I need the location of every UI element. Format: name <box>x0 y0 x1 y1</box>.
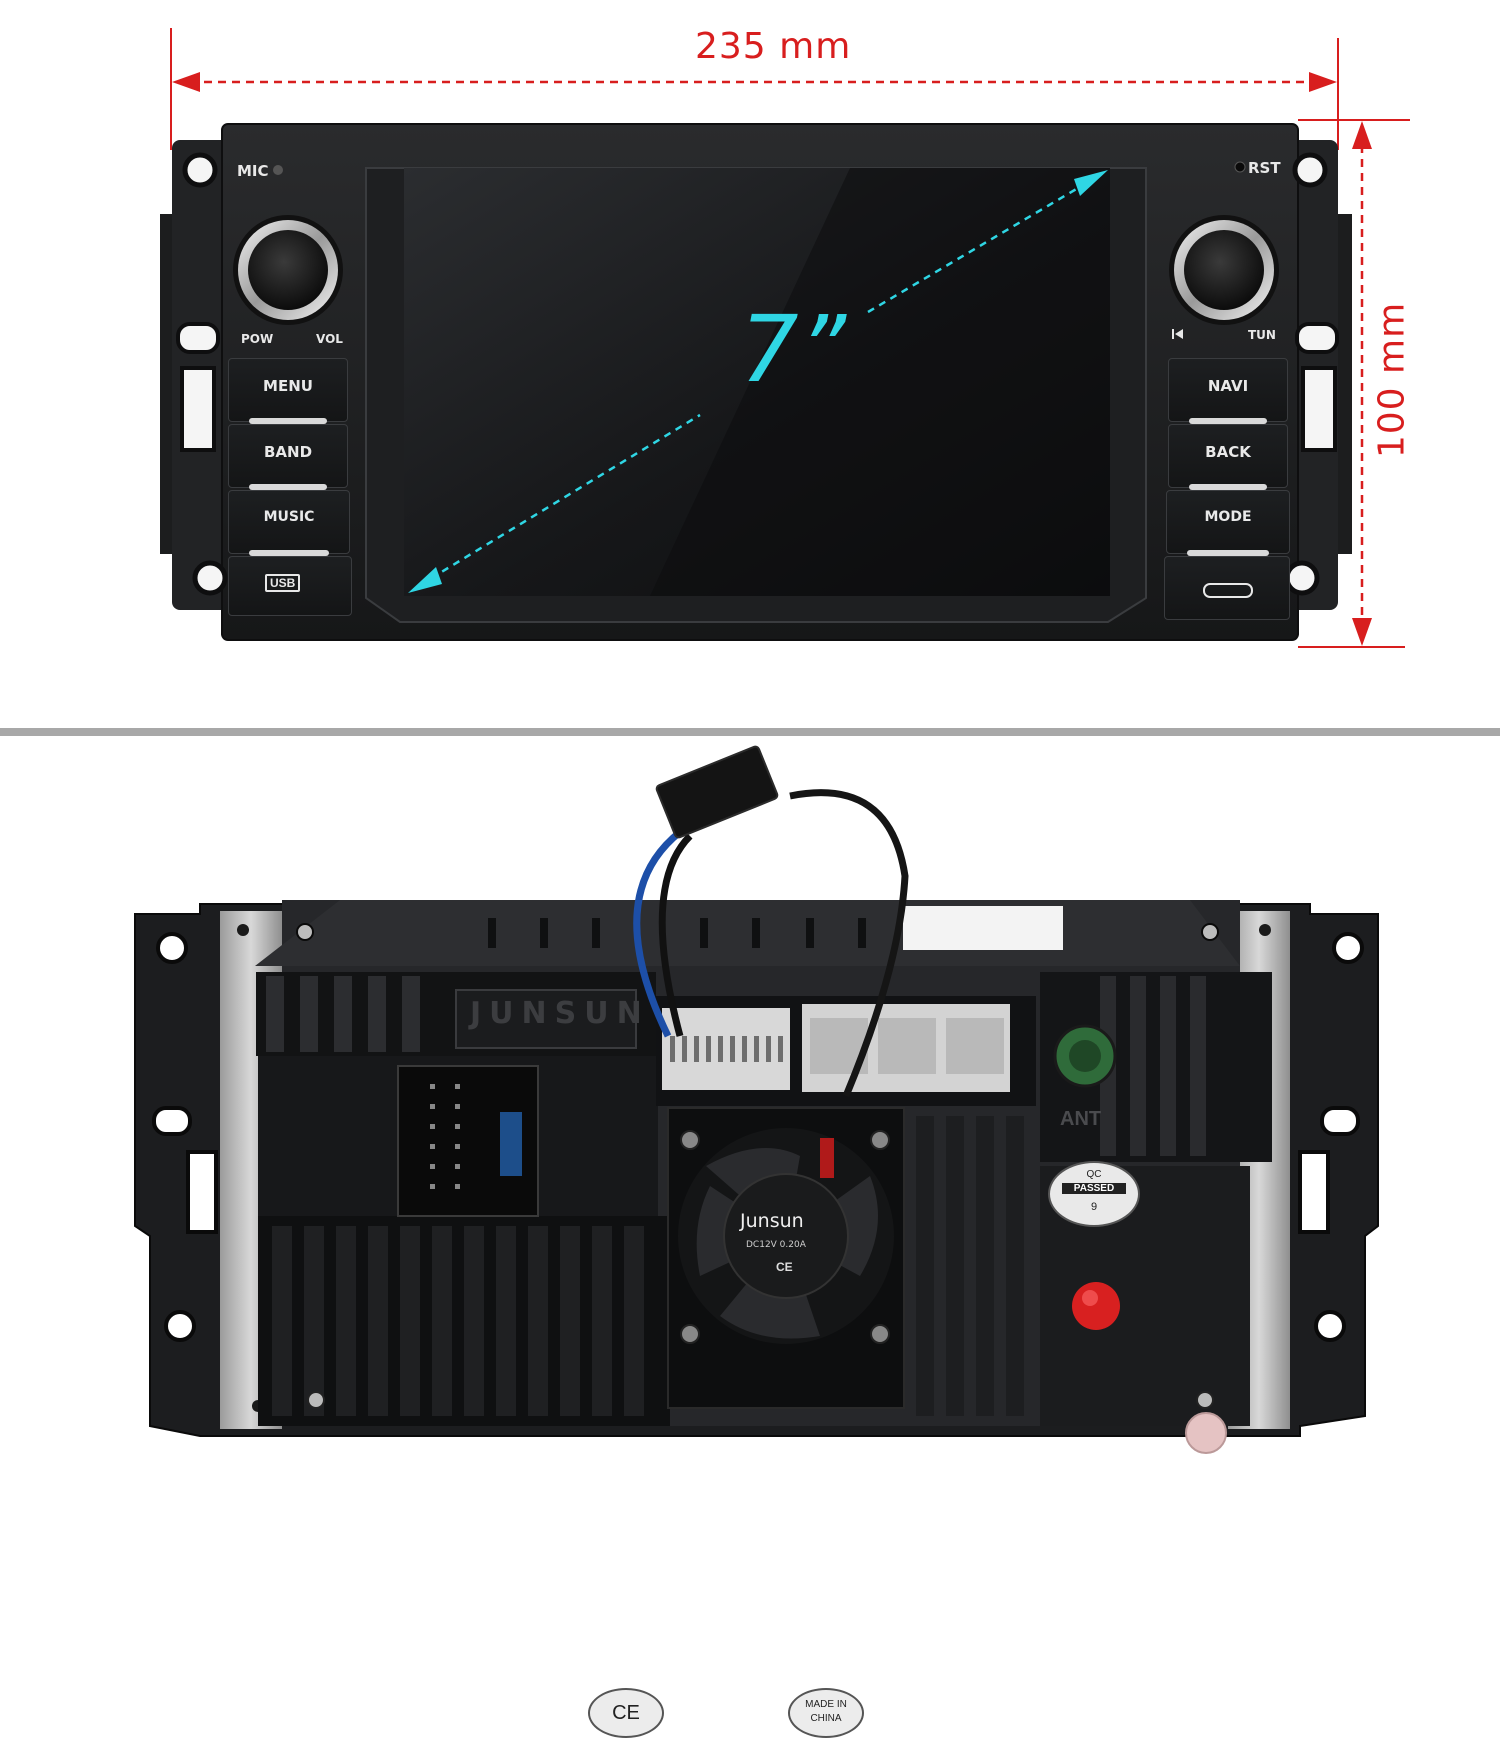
back-button-label: BACK <box>1205 443 1251 461</box>
band-button-label: BAND <box>263 443 313 461</box>
qc-sticker: QC PASSED 9 <box>1048 1161 1140 1227</box>
front-view: 235 mm 100 mm <box>0 0 1500 720</box>
navi-button[interactable]: NAVI <box>1168 358 1288 424</box>
rst-label: RST <box>1248 159 1281 177</box>
menu-button[interactable]: MENU <box>228 358 348 424</box>
pow-label: POW <box>241 332 274 346</box>
mode-button-label: MODE <box>1204 509 1252 525</box>
rear-chassis <box>134 745 1379 1454</box>
band-button-led <box>249 484 327 490</box>
width-dimension-label: 235 mm <box>695 26 852 67</box>
front-bezel <box>160 123 1352 641</box>
fan-spec: DC12V 0.20A <box>746 1240 806 1250</box>
screen-diagonal-arrow <box>408 170 1108 593</box>
embossed-brand: JUNSUN <box>470 996 650 1031</box>
menu-button-led <box>249 418 327 424</box>
fan-brand: Junsun <box>740 1210 804 1232</box>
qc-passed: PASSED <box>1062 1183 1126 1194</box>
usb-port-label: USB <box>265 574 301 592</box>
screen-size-label: 7” <box>740 296 847 403</box>
tun-label: TUN <box>1248 328 1276 342</box>
music-button[interactable]: MUSIC <box>228 490 350 556</box>
music-button-led <box>249 550 329 556</box>
qc-title: QC <box>1086 1169 1102 1180</box>
usb-c-port-icon <box>1203 583 1253 598</box>
ce-oval: CE <box>588 1688 664 1738</box>
width-arrow-left <box>172 72 200 92</box>
back-button-led <box>1189 484 1267 490</box>
made-in-line-1: MADE IN <box>805 1699 847 1710</box>
fan-label: Junsun DC12V 0.20A CE <box>730 1180 842 1292</box>
skip-back-icon[interactable] <box>1171 327 1185 341</box>
antenna-label: ANT <box>1060 1108 1102 1130</box>
made-in-line-2: CHINA <box>810 1713 842 1724</box>
navi-button-label: NAVI <box>1207 377 1249 395</box>
height-arrow-bottom <box>1352 618 1372 646</box>
back-button[interactable]: BACK <box>1168 424 1288 490</box>
rear-view: JUNSUN Junsun DC12V 0.20A CE ANT QC PASS… <box>0 736 1500 1738</box>
mode-button[interactable]: MODE <box>1166 490 1290 556</box>
fan-ce-mark: CE <box>776 1260 793 1274</box>
width-arrow-right <box>1309 72 1337 92</box>
vol-label: VOL <box>316 332 343 346</box>
band-button[interactable]: BAND <box>228 424 348 490</box>
navi-button-led <box>1189 418 1267 424</box>
type-c-port[interactable] <box>1164 556 1290 620</box>
usb-port[interactable]: USB <box>228 556 352 616</box>
made-in-badge: MADE IN CHINA <box>788 1688 864 1738</box>
height-arrow-top <box>1352 121 1372 149</box>
volume-knob[interactable] <box>238 220 338 320</box>
menu-button-label: MENU <box>263 377 313 395</box>
section-divider <box>0 728 1500 736</box>
tune-knob[interactable] <box>1174 220 1274 320</box>
qc-number: 9 <box>1090 1201 1098 1213</box>
mode-button-led <box>1187 550 1269 556</box>
mic-label: MIC <box>237 162 269 180</box>
dimension-lines <box>170 28 1410 648</box>
music-button-label: MUSIC <box>263 509 315 525</box>
